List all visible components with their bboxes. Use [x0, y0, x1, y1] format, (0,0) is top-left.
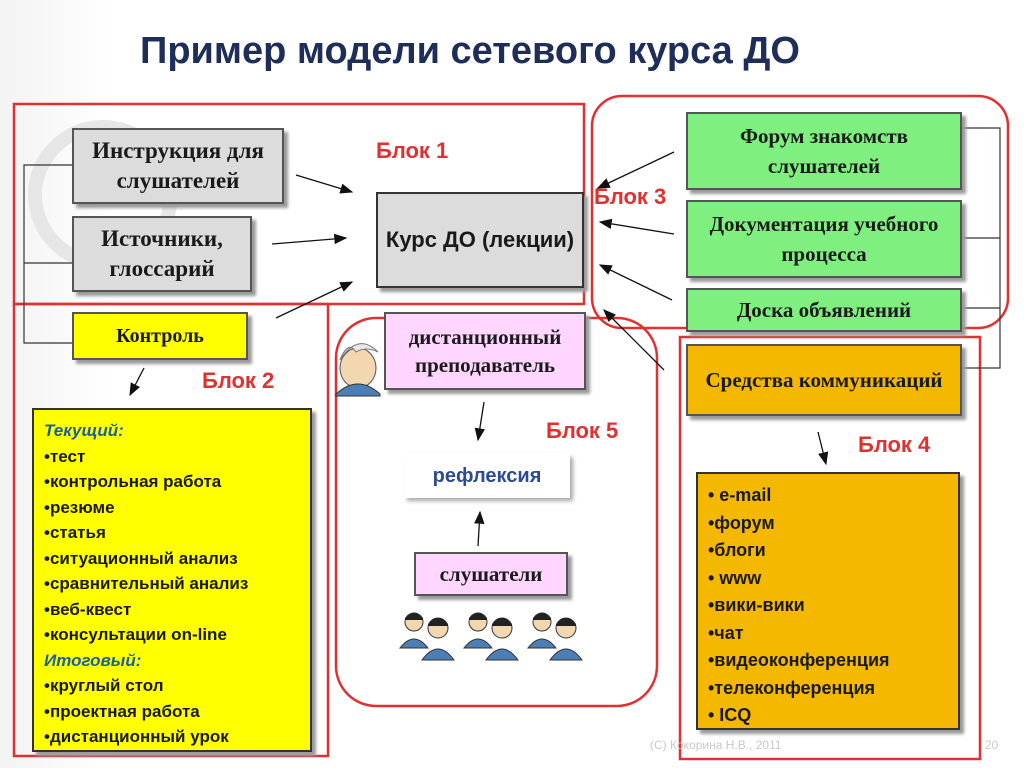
students-group-icon [398, 612, 583, 661]
comm-list-item: •вики-вики [708, 595, 805, 615]
communication-list: • e-mail •форум •блоги • www •вики-вики … [696, 472, 960, 730]
node-reflection: рефлексия [404, 454, 570, 498]
arrow-sources-course [271, 233, 348, 245]
block-2-label: Блок 2 [202, 368, 275, 393]
comm-list-item: • e-mail [708, 485, 772, 505]
comm-list-item: •чат [708, 622, 744, 643]
block-4-frame [678, 335, 982, 761]
node-students: слушатели [414, 552, 568, 596]
arrow-docs-course [598, 218, 675, 235]
block-5-label: Блок 5 [546, 418, 619, 443]
comm-list-item: •форум [708, 512, 775, 533]
control-list-item: •резюме [44, 497, 115, 517]
node-documentation: Документация учебного процесса [686, 200, 962, 278]
right-bracket [962, 127, 1001, 369]
control-list: Текущий: •тест •контрольная работа •резю… [32, 408, 312, 752]
arrow-instructions-course [295, 174, 354, 194]
arrow-students-reflection [474, 510, 485, 547]
footer-copyright: (С) Кокорина Н.В., 2011 [650, 738, 782, 752]
control-list-item: Итоговый: [44, 650, 142, 670]
control-list-item: •дистанционный урок [44, 727, 229, 746]
node-instructions: Инструкция для слушателей [72, 128, 284, 204]
control-list-item: •статья [44, 523, 106, 542]
comm-list-item: • ICQ [708, 705, 752, 725]
node-communication: Средства коммуникаций [686, 344, 962, 416]
node-sources: Источники, глоссарий [72, 216, 252, 292]
left-bracket [23, 164, 72, 344]
arrow-control-course [275, 281, 354, 319]
arrow-comm-list [817, 431, 829, 466]
page-number: 20 [985, 738, 999, 752]
arrow-control-list [129, 367, 145, 397]
control-list-item: •тест [44, 446, 86, 466]
teacher-figure-icon [335, 343, 381, 397]
page-title: Пример модели сетевого курса ДО [140, 30, 800, 72]
control-list-item: •проектная работа [44, 701, 200, 721]
comm-list-item: • www [708, 567, 762, 588]
control-list-item: •веб-квест [44, 599, 132, 619]
arrow-forum-course [596, 151, 675, 189]
block-1-label: Блок 1 [376, 138, 449, 163]
node-forum-acquaintance: Форум знакомств слушателей [686, 112, 962, 190]
arrow-teacher-reflection [474, 401, 485, 442]
comm-list-item: •телеконференция [708, 677, 876, 698]
control-list-item: •ситуационный анализ [44, 548, 238, 568]
block-2-frame [12, 302, 330, 758]
comm-list-item: •видеоконференция [708, 650, 890, 670]
control-list-item: •контрольная работа [44, 472, 222, 491]
node-course: Курс ДО (лекции) [376, 192, 584, 288]
arrow-comm-course [603, 309, 665, 371]
control-list-item: •консультации on-line [44, 625, 227, 644]
control-list-item: •круглый стол [44, 676, 164, 695]
comm-list-item: •блоги [708, 540, 766, 560]
control-list-item: •сравнительный анализ [44, 574, 249, 593]
block-4-label: Блок 4 [858, 432, 931, 457]
arrow-board-course [598, 264, 673, 301]
control-list-item: Текущий: [44, 421, 124, 440]
node-control: Контроль [72, 312, 248, 360]
node-board: Доска объявлений [686, 288, 962, 332]
block-3-label: Блок 3 [594, 184, 667, 209]
node-teacher: дистанционный преподаватель [384, 312, 586, 390]
